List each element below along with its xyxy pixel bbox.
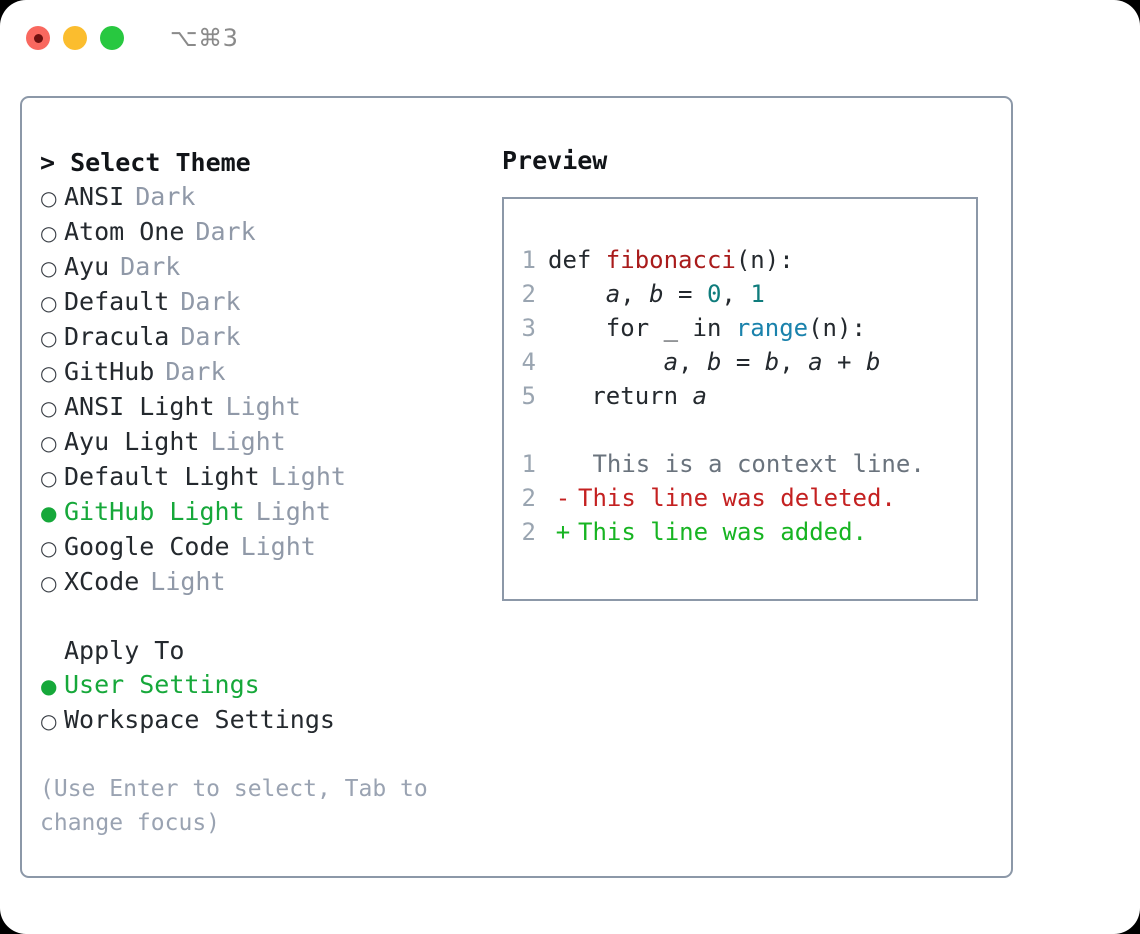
theme-list-item[interactable]: ○Default Dark bbox=[40, 285, 502, 320]
line-number: 2 bbox=[521, 518, 536, 546]
radio-unselected-icon: ○ bbox=[40, 256, 58, 280]
radio-selected-icon: ● bbox=[40, 674, 58, 698]
radio-selected-icon: ● bbox=[40, 501, 58, 525]
theme-name-label: Default bbox=[64, 287, 170, 316]
line-number: 4 bbox=[521, 348, 536, 376]
close-window-button[interactable] bbox=[26, 26, 50, 50]
theme-list-item[interactable]: ○ANSI Dark bbox=[40, 180, 502, 215]
theme-name-label: Atom One bbox=[64, 217, 185, 246]
diff-sample: 1 This is a context line.2-This line was… bbox=[504, 447, 976, 549]
theme-name-label: XCode bbox=[64, 567, 140, 596]
theme-list-item[interactable]: ○Google Code Light bbox=[40, 530, 502, 565]
code-line: 5 return a bbox=[504, 379, 976, 413]
keyboard-hint-text: (Use Enter to select, Tab to change focu… bbox=[40, 776, 428, 836]
diff-line: 2-This line was deleted. bbox=[504, 481, 976, 515]
radio-unselected-icon: ○ bbox=[40, 431, 58, 455]
theme-list-item[interactable]: ●GitHub Light Light bbox=[40, 495, 502, 530]
theme-name-label: Ayu bbox=[64, 252, 110, 281]
line-number: 1 bbox=[521, 450, 536, 478]
theme-name-label: GitHub Light bbox=[64, 497, 245, 526]
radio-unselected-icon: ○ bbox=[40, 709, 58, 733]
radio-unselected-icon: ○ bbox=[40, 186, 58, 210]
theme-list-item[interactable]: ○Ayu Dark bbox=[40, 250, 502, 285]
zoom-window-button[interactable] bbox=[100, 26, 124, 50]
code-text: def fibonacci(n): bbox=[548, 246, 794, 274]
theme-list-item[interactable]: ○XCode Light bbox=[40, 565, 502, 600]
theme-variant-label: Dark bbox=[165, 357, 226, 386]
radio-unselected-icon: ○ bbox=[40, 536, 58, 560]
radio-unselected-icon: ○ bbox=[40, 326, 58, 350]
radio-unselected-icon: ○ bbox=[40, 291, 58, 315]
traffic-lights bbox=[26, 26, 124, 50]
page-title: > Select Theme bbox=[40, 148, 251, 177]
radio-unselected-icon: ○ bbox=[40, 221, 58, 245]
code-text: return a bbox=[548, 382, 707, 410]
code-line: 1 def fibonacci(n): bbox=[504, 243, 976, 277]
apply-to-label: User Settings bbox=[64, 670, 260, 699]
diff-sign bbox=[548, 447, 578, 481]
keyboard-shortcut-label: ⌥⌘3 bbox=[170, 24, 239, 52]
theme-name-label: Default Light bbox=[64, 462, 260, 491]
theme-list-item[interactable]: ○GitHub Dark bbox=[40, 355, 502, 390]
theme-name-label: Ayu Light bbox=[64, 427, 200, 456]
theme-variant-label: Dark bbox=[180, 322, 241, 351]
theme-variant-label: Light bbox=[225, 392, 301, 421]
apply-to-label: Workspace Settings bbox=[64, 705, 335, 734]
diff-sign: + bbox=[555, 518, 571, 546]
diff-sign: - bbox=[555, 484, 571, 512]
radio-unselected-icon: ○ bbox=[40, 571, 58, 595]
minimize-window-button[interactable] bbox=[63, 26, 87, 50]
theme-variant-label: Light bbox=[240, 532, 316, 561]
theme-name-label: ANSI bbox=[64, 182, 125, 211]
radio-unselected-icon: ○ bbox=[40, 361, 58, 385]
apply-to-heading: Apply To bbox=[64, 636, 185, 665]
diff-line: 2 +This line was added. bbox=[504, 515, 976, 549]
line-number: 1 bbox=[521, 246, 536, 274]
apply-to-item[interactable]: ○Workspace Settings bbox=[40, 703, 502, 738]
code-line: 2 a, b = 0, 1 bbox=[504, 277, 976, 311]
theme-variant-label: Dark bbox=[180, 287, 241, 316]
theme-name-label: Dracula bbox=[64, 322, 170, 351]
title-bar: ⌥⌘3 bbox=[0, 0, 1140, 76]
line-number: 3 bbox=[521, 314, 536, 342]
theme-variant-label: Light bbox=[210, 427, 286, 456]
radio-unselected-icon: ○ bbox=[40, 466, 58, 490]
theme-list-item[interactable]: ○Dracula Dark bbox=[40, 320, 502, 355]
theme-variant-label: Light bbox=[150, 567, 226, 596]
line-number: 2 bbox=[521, 280, 536, 308]
theme-name-label: GitHub bbox=[64, 357, 155, 386]
theme-list-item[interactable]: ○Default Light Light bbox=[40, 460, 502, 495]
theme-variant-label: Light bbox=[270, 462, 346, 491]
line-number: 2 bbox=[521, 484, 536, 512]
apply-to-list[interactable]: ●User Settings○Workspace Settings bbox=[40, 668, 502, 738]
theme-variant-label: Dark bbox=[135, 182, 196, 211]
theme-variant-label: Dark bbox=[120, 252, 181, 281]
theme-variant-label: Light bbox=[255, 497, 331, 526]
preview-title: Preview bbox=[502, 146, 608, 175]
code-line: 3 for _ in range(n): bbox=[504, 311, 976, 345]
diff-text: This is a context line. bbox=[578, 450, 925, 478]
diff-line: 1 This is a context line. bbox=[504, 447, 976, 481]
code-text: for _ in range(n): bbox=[548, 314, 866, 342]
theme-list-item[interactable]: ○ANSI Light Light bbox=[40, 390, 502, 425]
theme-variant-label: Dark bbox=[195, 217, 256, 246]
diff-text: This line was deleted. bbox=[578, 484, 896, 512]
line-number: 5 bbox=[521, 382, 536, 410]
radio-unselected-icon: ○ bbox=[40, 396, 58, 420]
apply-to-item[interactable]: ●User Settings bbox=[40, 668, 502, 703]
code-text: a, b = b, a + b bbox=[663, 348, 881, 376]
code-line: 4 a, b = b, a + b bbox=[504, 345, 976, 379]
theme-name-label: Google Code bbox=[64, 532, 230, 561]
code-text: a, b = 0, 1 bbox=[605, 280, 765, 308]
theme-name-label: ANSI Light bbox=[64, 392, 215, 421]
theme-list-item[interactable]: ○Ayu Light Light bbox=[40, 425, 502, 460]
diff-text: This line was added. bbox=[578, 518, 867, 546]
theme-list-item[interactable]: ○Atom One Dark bbox=[40, 215, 502, 250]
